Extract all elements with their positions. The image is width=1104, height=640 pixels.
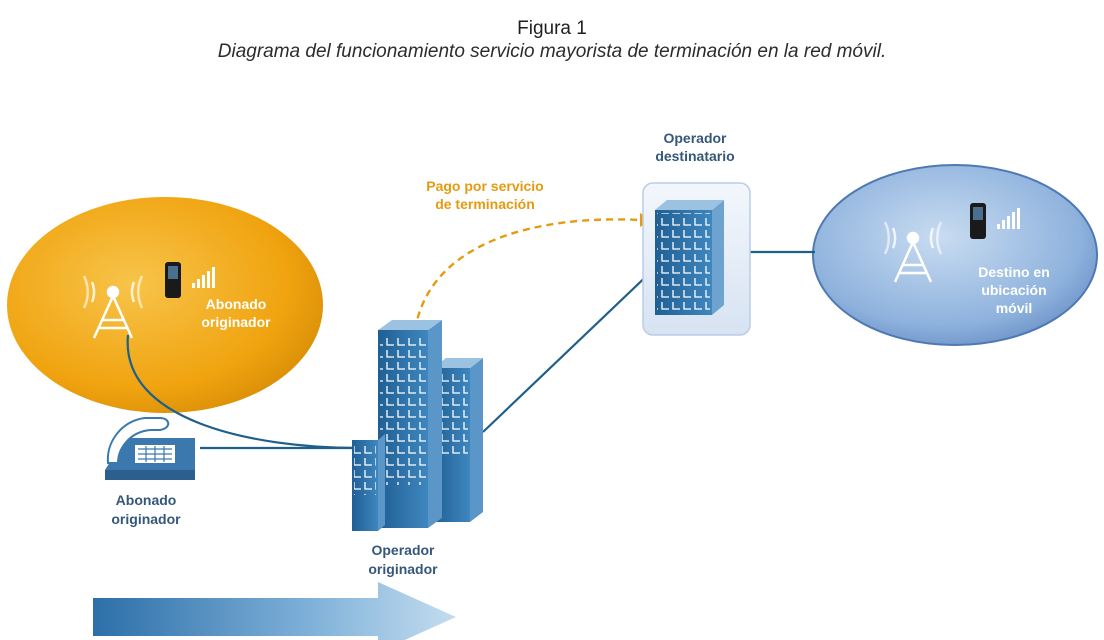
landline-phone-icon: [105, 417, 195, 480]
origin-signal-icon: [192, 267, 215, 288]
tower-to-operator-link: [126, 334, 361, 450]
figure-caption: Diagrama del funcionamiento servicio may…: [217, 41, 887, 62]
figure-number: Figura 1: [517, 18, 587, 39]
network-links: [126, 250, 815, 450]
originating-mobile-zone: [7, 197, 323, 413]
operator-to-destination-link: [482, 267, 656, 433]
originating-operator: [352, 320, 483, 531]
destination-signal-icon: [997, 208, 1020, 229]
destination-tower-icon: [883, 221, 943, 283]
destination-mobile-phone-icon: [970, 203, 986, 239]
direction-arrow: [93, 582, 456, 640]
destination-building-side: [712, 200, 724, 315]
origin-tower-icon: [82, 275, 144, 339]
destination-building-top: [655, 200, 724, 210]
payment-arrow: [413, 218, 641, 331]
destination-mobile-zone: [812, 164, 1098, 346]
origin-mobile-phone-icon: [165, 262, 181, 298]
operator-building-right-side: [470, 358, 483, 522]
destination-operator: [642, 182, 751, 336]
operator-building-main-side: [428, 320, 442, 528]
